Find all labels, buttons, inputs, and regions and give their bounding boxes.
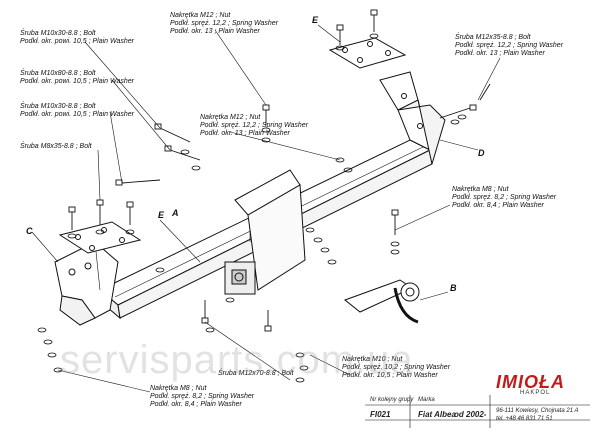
company-phone: tel. +48 46 831 71 51 [496,416,553,422]
annotation-line: Podkł. okr. 13 ; Plain Washer [170,28,260,35]
part-letter-b: B [450,283,457,293]
annotation-bolt-m8x35: Śruba M8x35-8.8 ; Bolt [20,143,92,151]
side-bracket-c [54,241,119,326]
annotation-line: Podkł. okr. 8,4 ; Plain Washer [150,401,242,408]
watermark: servisparts.com.ua [60,338,414,382]
annotation-line: Podkł. spręż. 8,2 ; Spring Washer [150,393,255,400]
annotation-line: Nakrętka M10 ; Nut [342,356,403,363]
annotation-bolt-m10x30-top: Śruba M10x30-8.8 ; Bolt Podkł. okr. powi… [20,30,134,46]
annotation-line: Podkł. spręż. 12,2 ; Spring Washer [200,122,309,129]
annotation-nut-m12-mid: Nakrętka M12 ; Nut Podkł. spręż. 12,2 ; … [200,114,308,138]
annotation-line: Podkł. okr. 13 ; Plain Washer [200,130,290,137]
company-logo: IMIOŁA [496,372,565,392]
annotation-nut-m8-bottom: Nakrętka M8 ; Nut Podkł. spręż. 8,2 ; Sp… [150,385,254,409]
annotation-line: Podkł. spręż. 12,2 ; Spring Washer [455,42,564,49]
annotation-line: Śruba M10x30-8.8 ; Bolt [20,103,96,110]
annotation-line: Podkł. spręż. 8,2 ; Spring Washer [452,194,557,201]
side-bracket-d [379,71,446,165]
company-address: 96-111 Kowiesy, Chojnata 21 A [496,408,579,414]
title-model: Fiat Albea [418,410,456,419]
annotation-line: Podkł. okr. powi. 10,5 ; Plain Washer [20,78,134,85]
annotation-line: Podkł. spręż. 10,2 ; Spring Washer [342,364,451,371]
annotation-nut-m8-right: Nakrętka M8 ; Nut Podkł. spręż. 8,2 ; Sp… [452,186,556,210]
annotation-line: Śruba M12x35-8.8 ; Bolt [455,34,531,41]
part-letter-d: D [478,148,485,158]
annotation-line: Podkł. okr. powi. 10,5 ; Plain Washer [20,38,134,45]
washers [37,33,467,383]
annotation-nut-m10: Nakrętka M10 ; Nut Podkł. spręż. 10,2 ; … [342,356,450,380]
title-year: od 2002- [454,410,487,419]
annotation-line: Podkł. spręż. 12,2 ; Spring Washer [170,20,279,27]
part-letter-e-top: E [312,15,319,25]
title-nr-label: Nr kolejny grupy [370,397,414,403]
annotation-nut-m12-top: Nakrętka M12 ; Nut Podkł. spręż. 12,2 ; … [170,12,278,36]
annotation-line: Podkł. okr. 8,4 ; Plain Washer [452,202,544,209]
title-code: FI021 [370,410,391,419]
annotation-line: Śruba M12x70-8.8 ; Bolt [218,370,294,377]
annotation-bolt-m12x70: Śruba M12x70-8.8 ; Bolt [218,370,294,378]
title-block-frame [365,395,590,428]
annotation-line: Nakrętka M12 ; Nut [170,12,231,19]
tow-ball-b [343,279,420,324]
annotation-bolt-m10x30-mid: Śruba M10x30-8.8 ; Bolt Podkł. okr. powi… [20,103,134,119]
annotation-line: Śruba M10x80-8.8 ; Bolt [20,70,96,77]
part-letter-a: A [172,208,179,218]
annotation-line: Nakrętka M8 ; Nut [150,385,207,392]
part-letter-c: C [26,226,33,236]
mounting-plate-right [328,37,407,69]
company-sub: HAKPOL [520,390,551,396]
annotation-line: Podkł. okr. 13 ; Plain Washer [455,50,545,57]
leader-lines [31,24,501,393]
annotation-line: Śruba M8x35-8.8 ; Bolt [20,143,92,150]
annotation-bolt-m10x80: Śruba M10x80-8.8 ; Bolt Podkł. okr. powi… [20,70,134,86]
annotation-line: Nakrętka M12 ; Nut [200,114,261,121]
annotation-line: Podkł. okr. powi. 10,5 ; Plain Washer [20,111,134,118]
center-bracket-a [224,169,306,295]
annotation-line: Podkł. okr. 10,5 ; Plain Washer [342,372,438,379]
angled-bolts [115,83,491,186]
part-letter-e-mid: E [158,210,165,220]
annotation-line: Śruba M10x30-8.8 ; Bolt [20,30,96,37]
title-marka-label: Marka [418,397,435,403]
annotation-line: Nakrętka M8 ; Nut [452,186,509,193]
annotation-bolt-m12x35: Śruba M12x35-8.8 ; Bolt Podkł. spręż. 12… [455,34,563,58]
